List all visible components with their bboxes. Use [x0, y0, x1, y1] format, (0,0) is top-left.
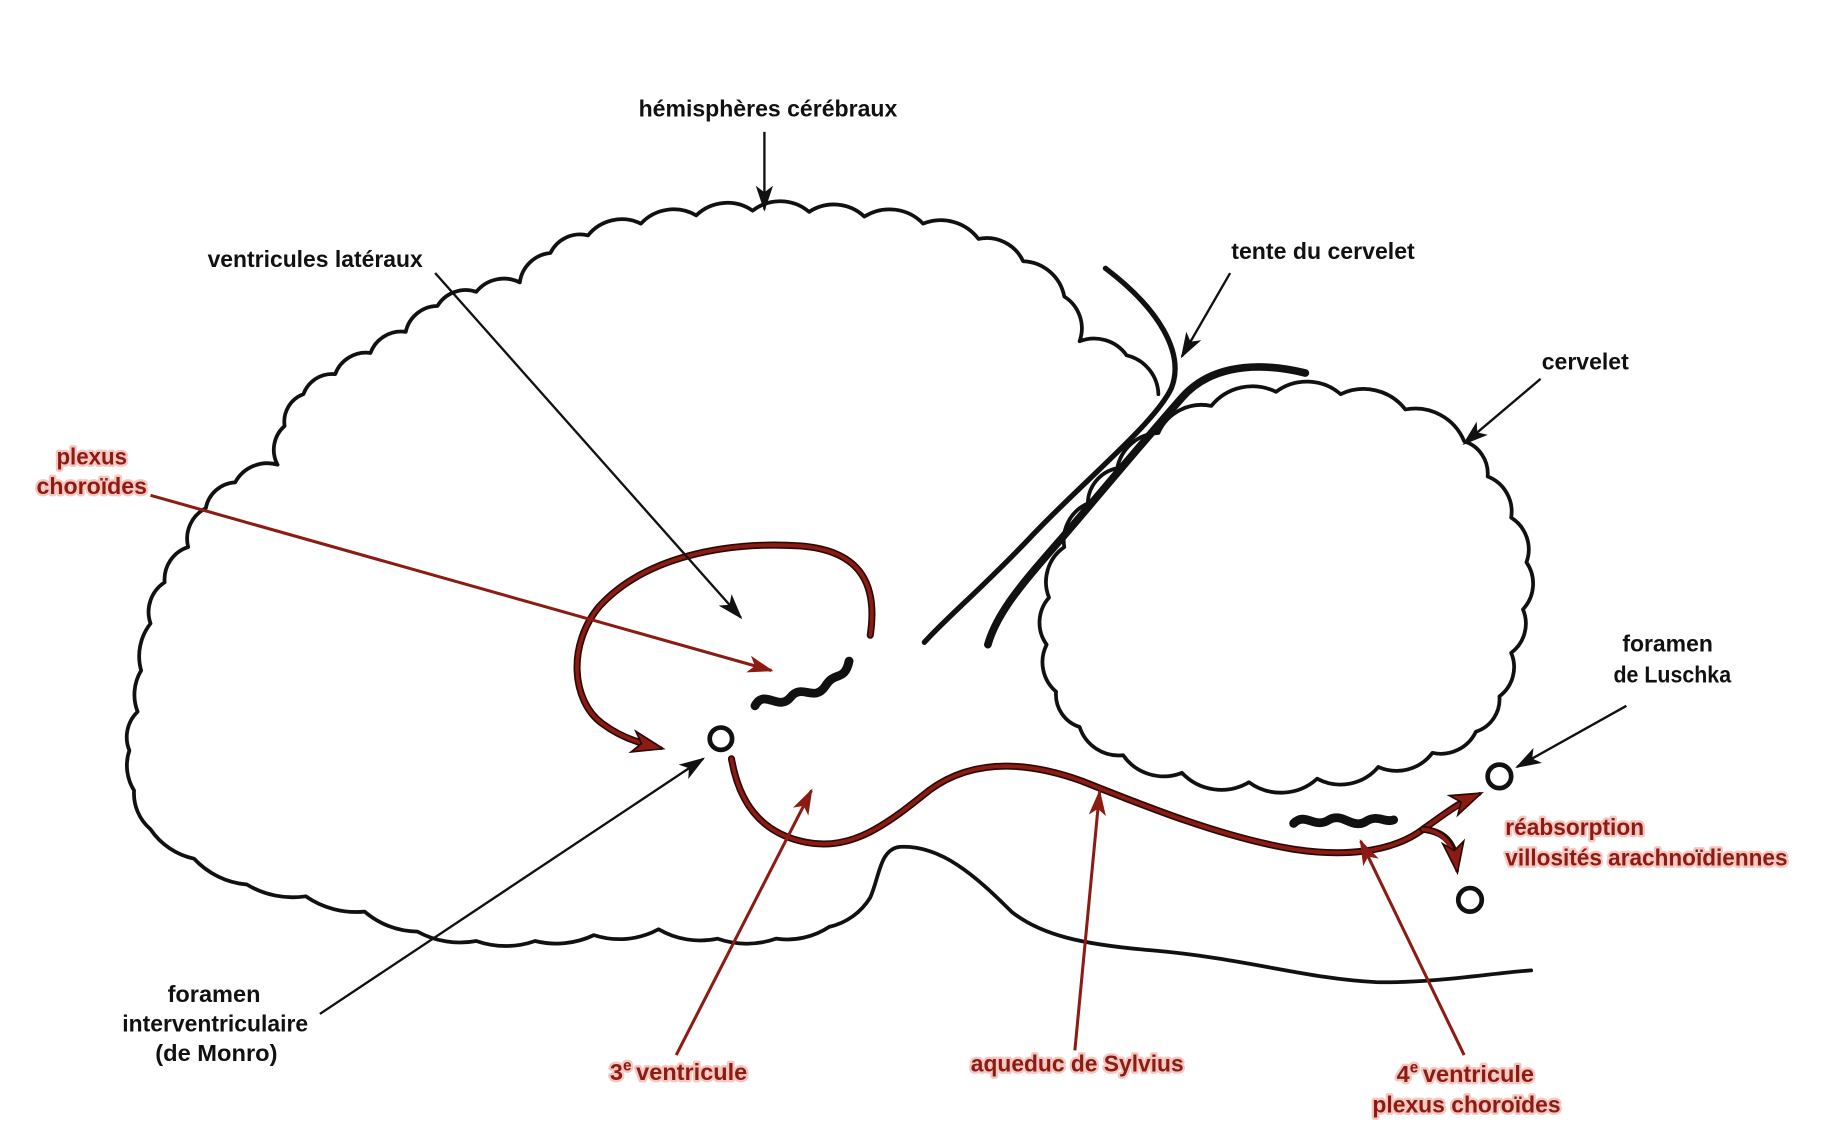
reabsorption-label-line1: réabsorption [1505, 814, 1644, 840]
tentorium-pointer [1180, 272, 1232, 359]
lateral-ventricle-flow-outline [573, 541, 876, 750]
foramen-monro-circle [707, 725, 735, 753]
third-ventricle-superscript: e [623, 1057, 632, 1074]
aqueduct-label: aqueduc de Sylvius [971, 1051, 1184, 1077]
third-ventricle-pointer [674, 788, 813, 1056]
foramen-monro-label-line1: foramen [168, 981, 261, 1007]
fourth-ventricle-superscript: e [1410, 1060, 1419, 1077]
third-ventricle-number: 3 [610, 1059, 623, 1085]
hemispheres-label: hémisphères cérébraux [639, 96, 898, 122]
aqueduct-pointer [1073, 789, 1106, 1051]
lateral-ventricles-pointer [434, 272, 743, 620]
foramen-monro-label-line2: interventriculaire [122, 1011, 308, 1037]
reabsorption-label-line2: villosités arachnoïdiennes [1505, 845, 1787, 871]
foramen-luschka-label-line1: foramen [1622, 631, 1713, 657]
foramen-monro-pointer [319, 757, 706, 1015]
tentorium-label: tente du cervelet [1231, 238, 1415, 264]
lateral-choroid-plexus-squiggle [750, 656, 854, 711]
fourth-ventricle-pointer [1359, 839, 1466, 1056]
fourth-ventricle-label-line2: plexus choroïdes [1372, 1092, 1560, 1118]
fourth-ventricle-number: 4 [1397, 1061, 1410, 1087]
csf-main-flow-outline [727, 755, 1476, 857]
csf-main-flow-arrow [729, 756, 1484, 855]
fourth-ventricle-word: ventricule [1423, 1061, 1534, 1087]
csf-branch-flow-arrow [1421, 827, 1466, 876]
fourth-ventricle-choroid-plexus-squiggle [1289, 813, 1398, 829]
cerebellum-outline [1037, 379, 1535, 795]
third-ventricle-word: ventricule [636, 1059, 747, 1085]
cerebellum-pointer [1462, 377, 1542, 445]
foramen-luschka-pointer [1515, 704, 1628, 769]
cerebellum-label: cervelet [1542, 348, 1629, 374]
tentorium-line-outer [984, 363, 1310, 649]
choroid-plexus-label-line2: choroïdes [36, 473, 147, 499]
foramen-luschka-circle [1485, 762, 1514, 791]
cerebral-hemisphere-outline [124, 199, 1534, 985]
lateral-ventricle-flow-arrow [575, 543, 874, 754]
choroid-plexus-pointer [150, 493, 774, 673]
choroid-plexus-label-line1: plexus [56, 444, 127, 470]
lateral-ventricles-label: ventricules latéraux [208, 246, 423, 272]
foramen-monro-label-line3: (de Monro) [155, 1040, 277, 1066]
tentorium-line-inner [921, 265, 1178, 645]
foramen-luschka-label-line2: de Luschka [1613, 661, 1731, 687]
reabsorption-circle [1455, 885, 1485, 914]
